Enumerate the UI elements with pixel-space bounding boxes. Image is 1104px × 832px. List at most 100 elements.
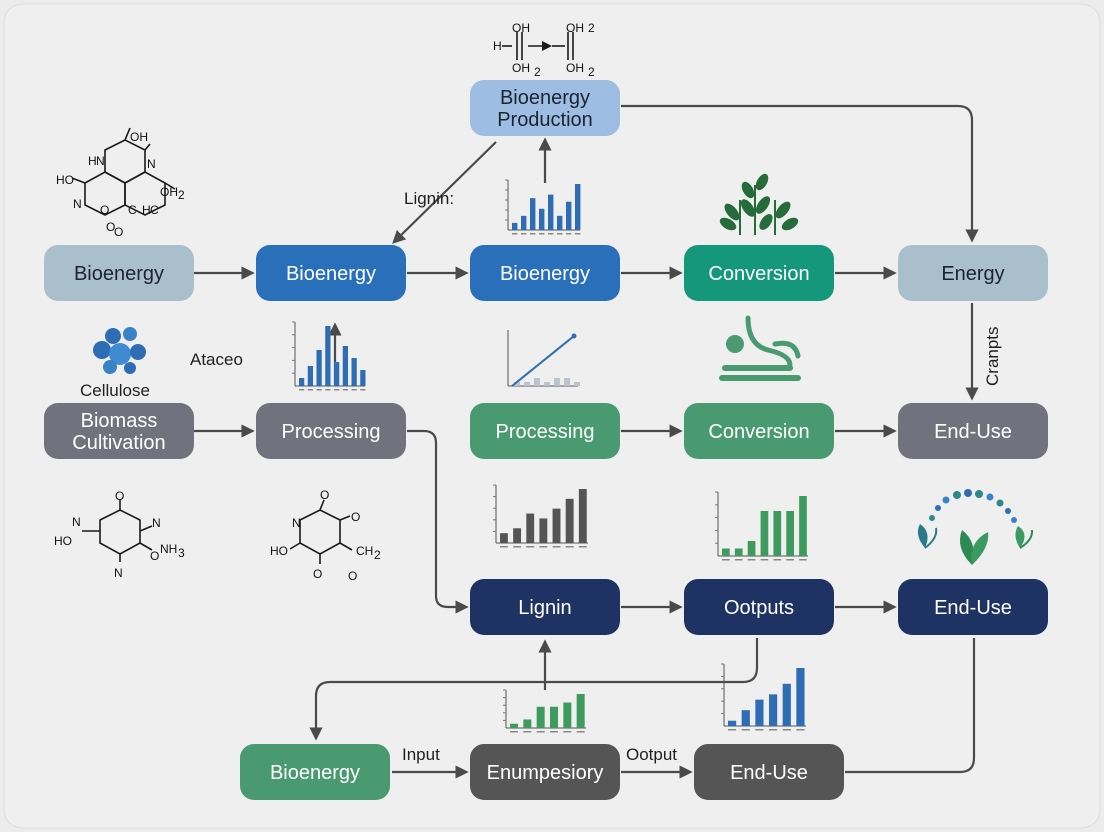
lignin-label: Lignin:	[404, 189, 454, 208]
chart-tick-label	[565, 546, 574, 548]
input-label: Input	[402, 745, 440, 764]
node-label: Bioenergy	[500, 263, 590, 285]
node-bioenergy-2[interactable]: Bioenergy	[256, 245, 406, 301]
chart-tick-label	[539, 233, 545, 235]
edge-processing1-lignin	[407, 429, 469, 614]
node-bioenergy-3[interactable]: Bioenergy	[470, 245, 620, 301]
chart-bar	[796, 668, 805, 726]
node-bioenergy-1[interactable]: Bioenergy	[44, 245, 194, 301]
node-bioenergy-4[interactable]: Bioenergy	[240, 744, 390, 800]
chart-bar	[539, 518, 548, 543]
chart-bar	[755, 699, 764, 726]
chart-bar	[576, 694, 585, 728]
node-box	[898, 579, 1048, 635]
chart-tick-label	[773, 559, 782, 561]
chart-tick-label	[796, 729, 805, 731]
chart-bar	[760, 511, 769, 556]
chart-tick-label	[307, 389, 313, 391]
node-label: End-Use	[730, 762, 808, 784]
chart-tick-label	[563, 731, 572, 733]
mol1-ho: HO	[56, 173, 74, 187]
chart-bottom-right	[721, 663, 806, 731]
chart-bar	[316, 350, 322, 386]
chart-tick-label	[557, 233, 563, 235]
node-label: End-Use	[934, 421, 1012, 443]
chart-bar	[565, 498, 574, 543]
chart-tick-label	[786, 559, 794, 561]
chart-tick-label	[575, 233, 581, 235]
chart-bar	[514, 382, 520, 386]
mol2-n1: N	[72, 515, 81, 529]
chart-tick-label	[722, 559, 730, 561]
mol1-n2: N	[147, 157, 156, 171]
node-energy[interactable]: Energy	[898, 245, 1048, 301]
node-box	[240, 744, 390, 800]
molecule-structure-3: O N O HO O CH 2 O	[270, 488, 381, 583]
node-label: Biomass	[81, 410, 158, 432]
chart-bar	[550, 706, 558, 728]
node-conversion-2[interactable]: Conversion	[684, 403, 834, 459]
chart-tick-label	[734, 559, 743, 561]
node-processing-1[interactable]: Processing	[256, 403, 406, 459]
node-end-use-2[interactable]: End-Use	[898, 579, 1048, 635]
mol1-sub: 2	[178, 188, 185, 202]
node-conversion-1[interactable]: Conversion	[684, 245, 834, 301]
node-lignin[interactable]: Lignin	[470, 579, 620, 635]
formula-sub-3: 2	[588, 65, 595, 79]
chart-bar	[741, 710, 750, 726]
node-label: Bioenergy	[286, 263, 376, 285]
ootput-label: Ootput	[626, 745, 677, 764]
formula-oh-4: OH	[566, 61, 584, 75]
chart-bar	[747, 541, 756, 556]
chart-bar	[334, 362, 340, 386]
chart-bottom-left	[503, 689, 586, 733]
node-end-use-3[interactable]: End-Use	[694, 744, 844, 800]
chart-tick-label	[799, 559, 807, 561]
node-label: Bioenergy	[270, 762, 360, 784]
chart-bar	[325, 326, 331, 386]
formula-oh-1: OH	[512, 21, 530, 35]
chart-tick-label	[552, 546, 561, 548]
chart-tick-label	[316, 389, 322, 391]
mol3-n: N	[292, 516, 301, 530]
chart-bar	[544, 382, 550, 386]
crampts-label: Cranpts	[983, 326, 1002, 386]
mol1-n3: N	[73, 197, 82, 211]
chart-tick-label	[325, 389, 331, 391]
formula-oh-3: OH	[566, 21, 584, 35]
chart-bar	[552, 508, 561, 543]
node-box	[470, 245, 620, 301]
node-label: Enumpesiory	[487, 762, 604, 784]
formula-h: H	[493, 39, 502, 53]
cellulose-cluster-icon	[93, 327, 146, 374]
node-label: Bioenergy	[500, 87, 590, 109]
mol3-o4: O	[348, 569, 357, 583]
chart-tick-label	[539, 546, 548, 548]
chart-bar	[554, 378, 560, 386]
node-processing-2[interactable]: Processing	[470, 403, 620, 459]
node-label: Bioenergy	[74, 263, 164, 285]
chart-bar	[786, 511, 794, 556]
node-ootputs[interactable]: Ootputs	[684, 579, 834, 635]
chart-bar	[773, 511, 782, 556]
chart-top	[505, 179, 581, 235]
chart-bar	[307, 366, 313, 386]
chart-tick-label	[360, 389, 366, 391]
mol3-o3: O	[313, 567, 322, 581]
edge-ootputs-bioenergy4	[309, 638, 759, 741]
chart-bar	[578, 489, 587, 543]
molecule-structure-2: O N HO N O NH 3 N	[54, 489, 185, 580]
chart-bar	[510, 723, 518, 728]
chart-tick-label	[760, 559, 769, 561]
mol1-o2: O	[114, 225, 123, 239]
node-box	[470, 403, 620, 459]
node-end-use-1[interactable]: End-Use	[898, 403, 1048, 459]
node-enumpesiory[interactable]: Enumpesiory	[470, 744, 620, 800]
formula-oh-2: OH	[512, 61, 530, 75]
mol3-sub: 2	[374, 548, 381, 562]
mol1-n1: N	[96, 154, 105, 168]
chart-tick-label	[747, 559, 756, 561]
chart-tick-label	[334, 389, 340, 391]
